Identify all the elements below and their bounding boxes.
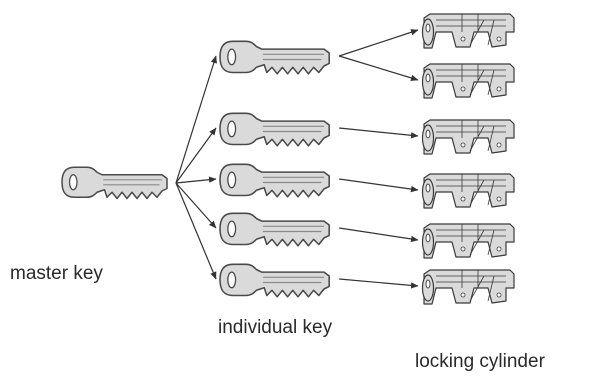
individual-key <box>219 40 330 75</box>
arrow-key-to-cylinder <box>339 178 419 193</box>
locking-cylinder <box>421 223 515 259</box>
arrows-layer <box>175 29 419 289</box>
arrow-master-to-key <box>175 127 217 184</box>
locking-cylinder-label: locking cylinder <box>415 351 545 372</box>
arrow-key-to-cylinder <box>339 55 419 82</box>
arrow-master-to-key <box>175 55 217 184</box>
individual-key <box>219 163 330 198</box>
arrow-key-to-cylinder <box>339 29 419 57</box>
individual-key <box>219 212 330 247</box>
locking-cylinder <box>421 173 515 209</box>
locking-cylinder <box>421 269 515 305</box>
arrow-key-to-cylinder <box>339 127 419 139</box>
locking-cylinder <box>421 63 515 99</box>
cylinders-layer <box>421 13 515 305</box>
keys-layer <box>61 40 330 298</box>
master-key <box>61 166 168 200</box>
individual-key-label: individual key <box>218 317 333 338</box>
locking-cylinder <box>421 13 515 49</box>
individual-key <box>219 263 330 298</box>
individual-key <box>219 112 330 147</box>
master-key-label: master key <box>10 263 103 284</box>
arrow-master-to-key <box>175 182 217 229</box>
arrow-master-to-key <box>175 182 217 280</box>
arrow-key-to-cylinder <box>339 227 419 243</box>
arrow-master-to-key <box>175 176 217 184</box>
locking-cylinder <box>421 119 515 155</box>
arrow-key-to-cylinder <box>339 278 419 289</box>
